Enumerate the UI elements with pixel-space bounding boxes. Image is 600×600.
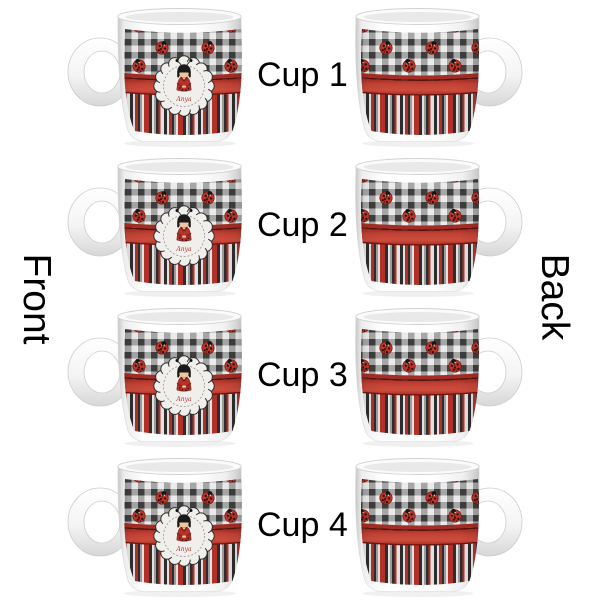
cup3-back-view-image (330, 300, 530, 450)
cup-row-1: Cup 1 (0, 0, 600, 150)
cup4-back-view-image (330, 450, 530, 600)
back-side-label: Back (533, 253, 576, 341)
cup-row-3: Cup 3 (0, 300, 600, 450)
cup-row-4: Cup 4 (0, 450, 600, 600)
cup1-front-view-image (60, 0, 252, 150)
cup2-label: Cup 2 (257, 205, 348, 244)
front-side-label: Front (15, 253, 58, 345)
cup3-front-view-image (60, 300, 252, 450)
cup4-label: Cup 4 (257, 505, 348, 544)
cup2-back-view-image (330, 150, 530, 300)
cup2-front-view-image (60, 150, 252, 300)
cup-row-2: Cup 2 (0, 150, 600, 300)
cup4-front-view-image (60, 450, 252, 600)
cup1-back-view-image (330, 0, 530, 150)
cup3-label: Cup 3 (257, 355, 348, 394)
cup1-label: Cup 1 (257, 55, 348, 94)
